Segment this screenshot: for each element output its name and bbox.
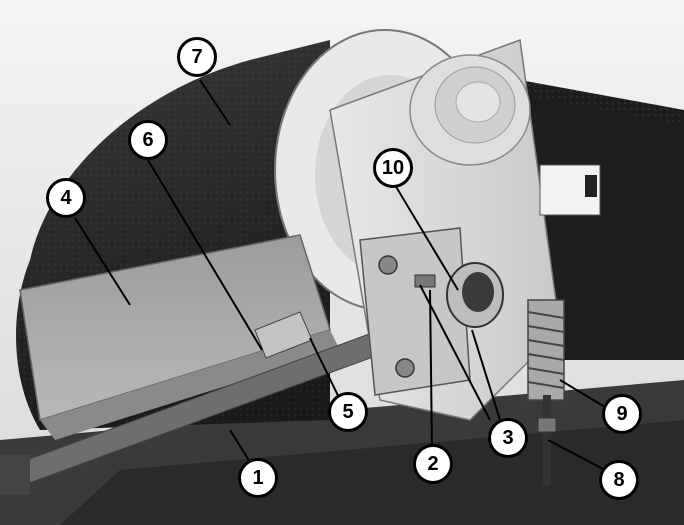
callout-8: 8 — [599, 460, 639, 500]
callout-6: 6 — [128, 120, 168, 160]
tension-spring — [527, 299, 565, 401]
callout-3: 3 — [488, 418, 528, 458]
callout-9: 9 — [602, 394, 642, 434]
adjusting-rod — [543, 395, 551, 485]
callout-1: 1 — [238, 458, 278, 498]
callout-10: 10 — [373, 148, 413, 188]
callout-5: 5 — [328, 392, 368, 432]
callout-2: 2 — [413, 444, 453, 484]
leader-lines — [74, 79, 611, 476]
callout-7: 7 — [177, 37, 217, 77]
callout-4: 4 — [46, 178, 86, 218]
upper-belt — [520, 80, 684, 360]
